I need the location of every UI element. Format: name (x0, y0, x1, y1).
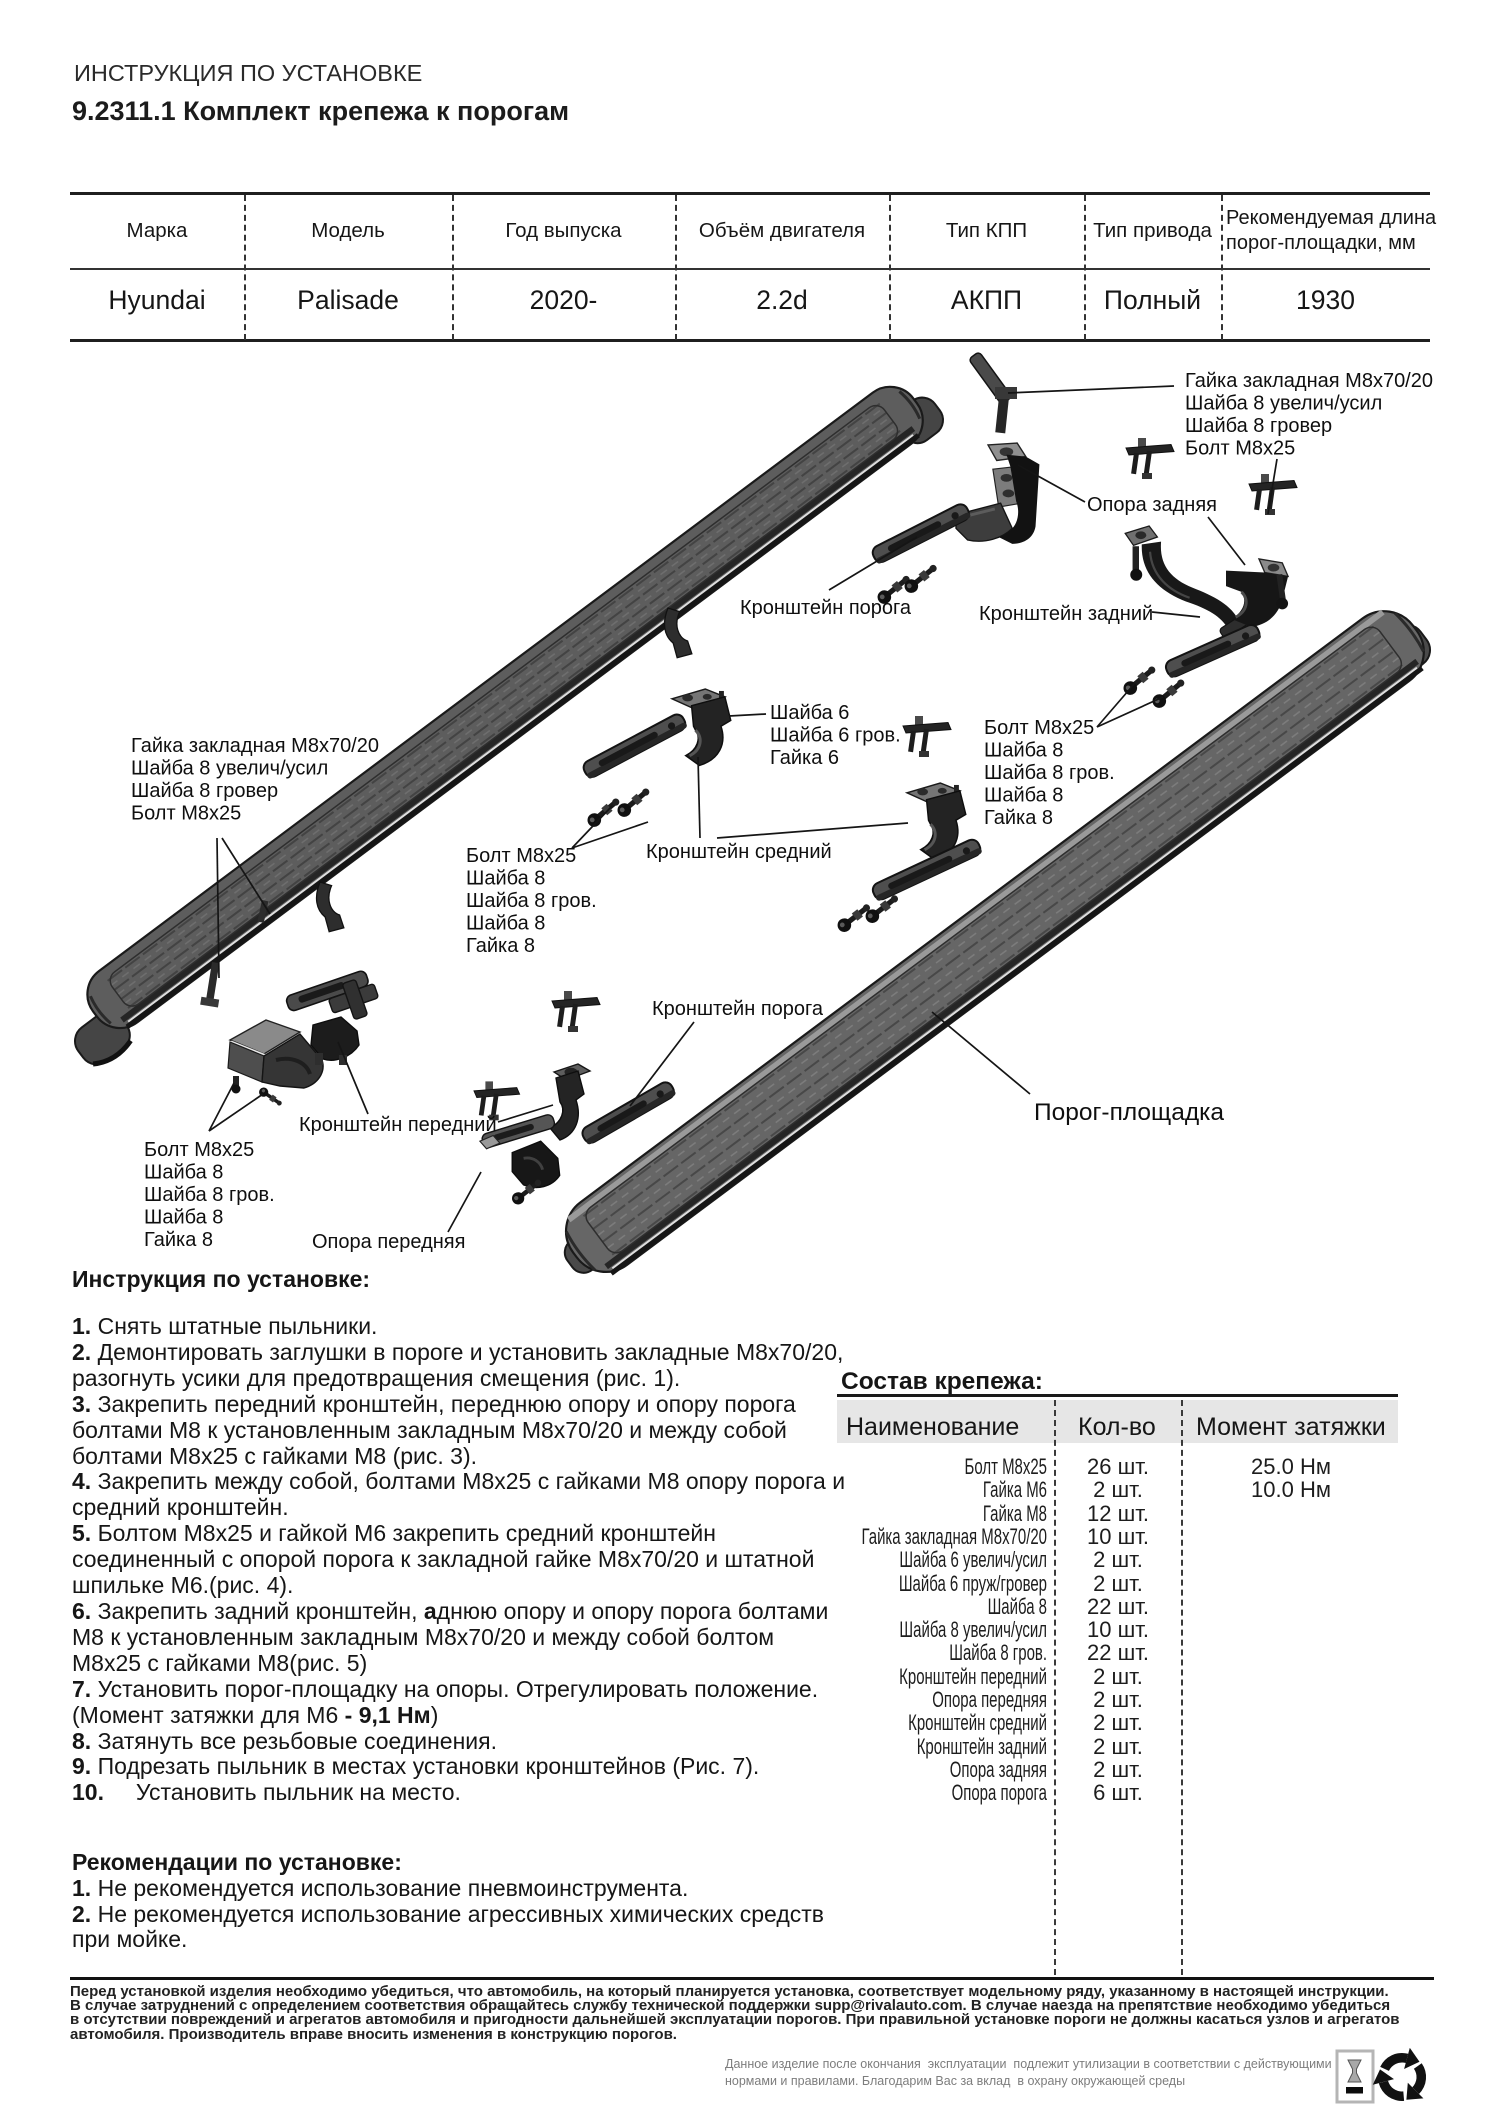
svg-text:Гайка 8: Гайка 8 (984, 807, 1053, 829)
svg-text:Шайба 8: Шайба 8 (466, 868, 545, 890)
svg-text:Шайба 8 гров.: Шайба 8 гров. (144, 1184, 275, 1206)
svg-text:Шайба 8: Шайба 8 (984, 785, 1063, 807)
svg-text:Кронштейн порога: Кронштейн порога (740, 597, 912, 619)
svg-text:Болт M8x25: Болт M8x25 (131, 803, 241, 825)
svg-text:Гайка 6: Гайка 6 (770, 747, 839, 769)
svg-text:Гайка 8: Гайка 8 (466, 935, 535, 957)
svg-text:Болт M8x25: Болт M8x25 (466, 845, 576, 867)
svg-text:Болт M8x25: Болт M8x25 (1185, 438, 1295, 460)
svg-text:Шайба 8 увелич/усил: Шайба 8 увелич/усил (1185, 393, 1382, 415)
svg-text:Шайба 6: Шайба 6 (770, 702, 849, 724)
svg-text:Шайба 8 увелич/усил: Шайба 8 увелич/усил (131, 758, 328, 780)
svg-text:Шайба 6 гров.: Шайба 6 гров. (770, 725, 901, 747)
svg-text:Кронштейн задний: Кронштейн задний (979, 603, 1153, 625)
svg-text:Шайба 8 гров.: Шайба 8 гров. (466, 890, 597, 912)
svg-text:Шайба 8: Шайба 8 (466, 913, 545, 935)
svg-text:Шайба 8 гров.: Шайба 8 гров. (984, 762, 1115, 784)
svg-text:Болт M8x25: Болт M8x25 (984, 717, 1094, 739)
svg-text:Гайка закладная M8x70/20: Гайка закладная M8x70/20 (1185, 370, 1433, 392)
svg-text:Болт M8x25: Болт M8x25 (144, 1139, 254, 1161)
svg-text:Шайба 8 гровер: Шайба 8 гровер (131, 780, 278, 802)
svg-text:Опора передняя: Опора передняя (312, 1231, 465, 1253)
svg-text:Шайба 8: Шайба 8 (984, 740, 1063, 762)
svg-text:Кронштейн передний: Кронштейн передний (299, 1114, 497, 1136)
svg-text:Шайба 8: Шайба 8 (144, 1162, 223, 1184)
svg-text:Кронштейн средний: Кронштейн средний (646, 841, 832, 863)
svg-text:Опора задняя: Опора задняя (1087, 494, 1217, 516)
svg-text:Шайба 8 гровер: Шайба 8 гровер (1185, 415, 1332, 437)
svg-text:Порог-площадка: Порог-площадка (1034, 1099, 1224, 1126)
svg-text:Гайка 8: Гайка 8 (144, 1229, 213, 1251)
svg-text:Шайба 8: Шайба 8 (144, 1207, 223, 1229)
svg-text:Кронштейн порога: Кронштейн порога (652, 998, 824, 1020)
svg-text:Гайка закладная M8x70/20: Гайка закладная M8x70/20 (131, 735, 379, 757)
